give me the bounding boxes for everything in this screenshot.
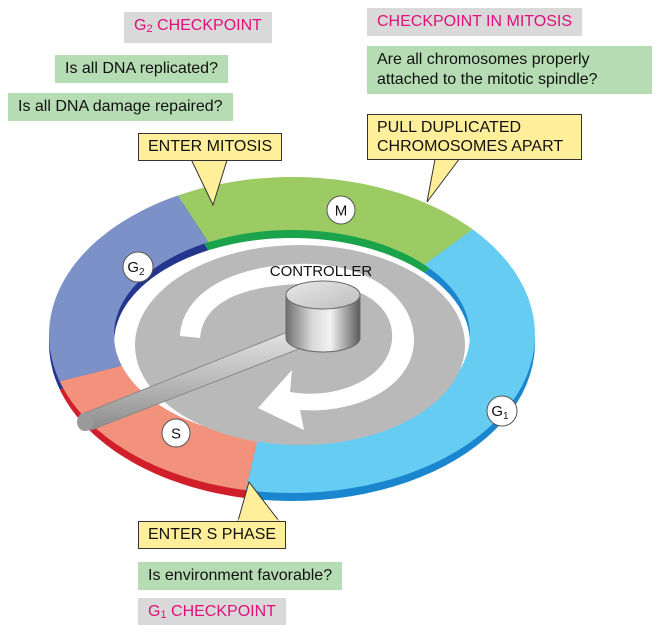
g1-checkpoint-heading: G1 CHECKPOINT (138, 598, 286, 625)
cycle-arrow (180, 263, 414, 430)
action-enter-mitosis: ENTER MITOSIS (138, 133, 283, 161)
phase-marker-m: M (326, 195, 356, 225)
g2-phase-sector (49, 195, 209, 382)
svg-text:G2: G2 (127, 259, 145, 278)
phase-label-g1: G (491, 403, 503, 420)
question-chromosomes-attached: Are all chromosomes properly attached to… (367, 46, 652, 94)
phase-marker-s: S (161, 418, 191, 448)
g1-phase-sector (245, 229, 535, 494)
g2-checkpoint-heading: G2 CHECKPOINT (124, 12, 272, 43)
phase-marker-g1: G1 (486, 395, 518, 427)
action-enter-s-phase: ENTER S PHASE (138, 521, 287, 549)
phase-label-m: M (335, 203, 348, 220)
question-dna-replicated: Is all DNA replicated? (55, 55, 228, 83)
controller-label: CONTROLLER (270, 263, 373, 280)
m-phase-sector (177, 177, 473, 265)
s-phase-sector (59, 365, 258, 491)
svg-text:G1: G1 (491, 403, 509, 422)
question-environment: Is environment favorable? (138, 562, 343, 590)
controller-hand (77, 326, 310, 431)
phase-marker-g2: G2 (122, 251, 154, 283)
mitosis-checkpoint-heading: CHECKPOINT IN MITOSIS (367, 8, 582, 36)
phase-label-g1-sub: 1 (503, 411, 509, 422)
phase-label-g2: G (127, 259, 139, 276)
action-pull-chromosomes: PULL DUPLICATED CHROMOSOMES APART (367, 114, 582, 160)
question-dna-damage: Is all DNA damage repaired? (8, 93, 233, 121)
phase-label-s: S (171, 426, 181, 443)
phase-label-g2-sub: 2 (139, 267, 145, 278)
controller-knob (285, 280, 361, 353)
ring-phase-sectors (49, 177, 535, 494)
